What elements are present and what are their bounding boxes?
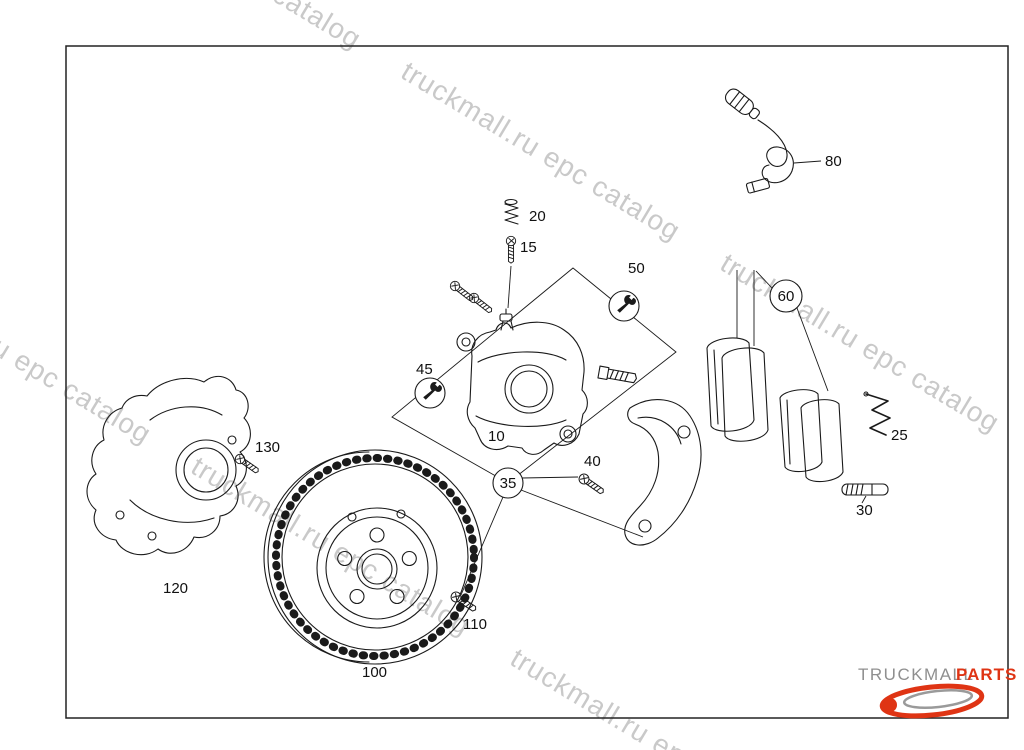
part-label-45: 45 [416, 361, 433, 378]
part-label-80: 80 [825, 153, 842, 170]
part-label-35: 35 [500, 475, 517, 492]
part-label-25: 25 [891, 427, 908, 444]
bleed-screw [505, 235, 517, 264]
exploded-diagram: 35 60 [86, 88, 891, 665]
part-label-50: 50 [628, 260, 645, 277]
part-label-40: 40 [584, 453, 601, 470]
brake-disc [263, 449, 483, 665]
guide-pin [841, 483, 889, 496]
guide-bolt [597, 365, 637, 384]
caliper-bolt [447, 278, 495, 316]
part-label-15: 15 [520, 239, 537, 256]
logo-suffix-text: PARTS [956, 665, 1017, 684]
part-label-10: 10 [488, 428, 505, 445]
splash-shield [86, 375, 251, 556]
wear-sensor [724, 88, 794, 194]
logo-brand-text: TRUCKMALL [858, 665, 974, 684]
part-label-20: 20 [529, 208, 546, 225]
tool-marker-45 [414, 377, 446, 409]
part-labels: 80 20 15 50 45 10 25 40 30 130 120 110 1… [163, 153, 908, 681]
part-label-110: 110 [463, 616, 487, 633]
brake-caliper [456, 308, 588, 455]
group-marker-35: 35 [492, 467, 524, 499]
carrier-bolt [576, 471, 607, 497]
tool-marker-50 [608, 290, 640, 322]
logo-swoosh-icon [879, 683, 985, 719]
part-label-60: 60 [778, 288, 795, 305]
diagram-border [65, 45, 1009, 719]
leader-lines [391, 160, 867, 596]
part-label-30: 30 [856, 502, 873, 519]
bleed-screw-cap [504, 198, 519, 225]
brake-pads-outer [779, 389, 844, 483]
spring-clip [863, 391, 891, 436]
watermark-text: truckmall.ru epc catalog truckmall.ru ep… [0, 259, 795, 750]
part-label-100: 100 [362, 664, 387, 681]
caliper-carrier [624, 399, 702, 546]
group-marker-60: 60 [769, 279, 803, 313]
brake-pads-inner [706, 337, 769, 442]
logo: TRUCKMALL PARTS [858, 665, 1017, 719]
part-label-120: 120 [163, 580, 188, 597]
part-label-130: 130 [255, 439, 280, 456]
